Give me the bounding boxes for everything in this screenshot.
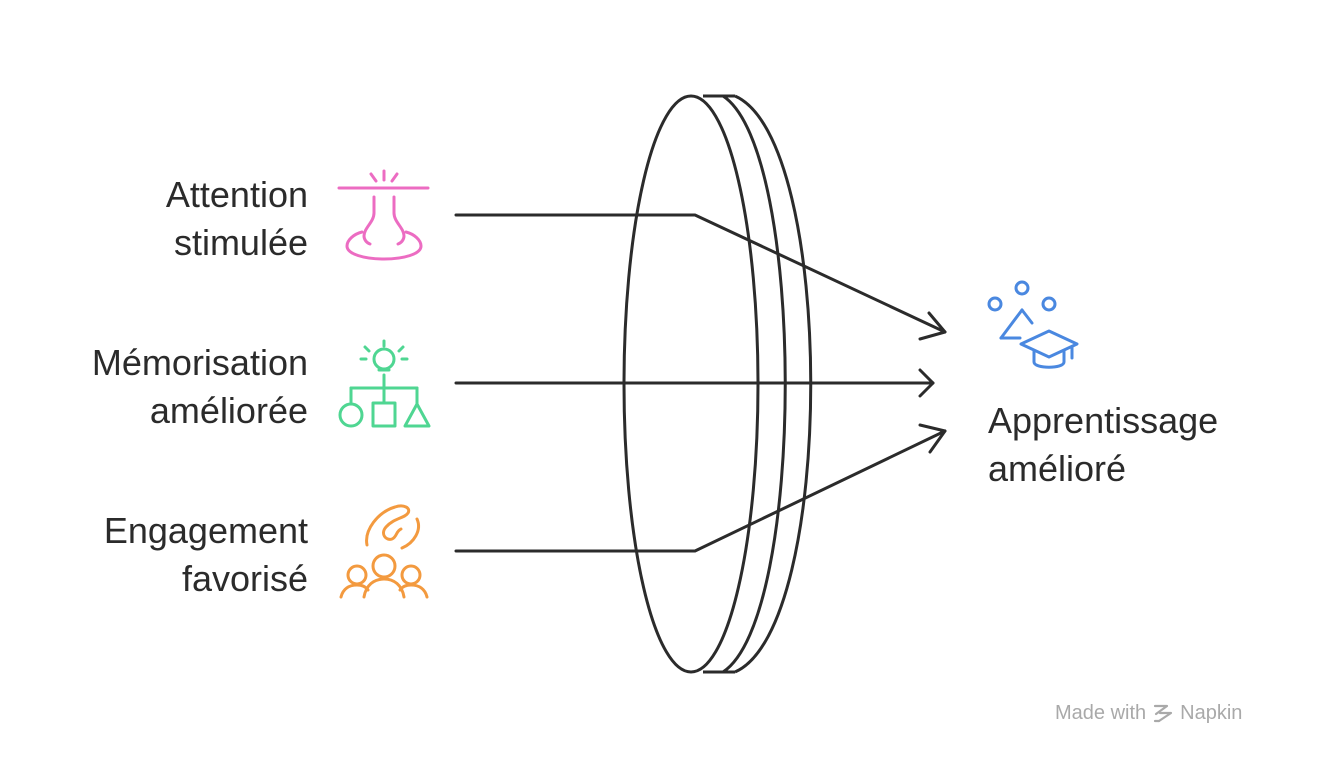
arrowhead-attention bbox=[918, 311, 947, 341]
label-engagement: Engagement favorisé bbox=[104, 507, 308, 603]
arrow-attention bbox=[454, 213, 947, 334]
arrow-engagement bbox=[454, 429, 947, 553]
napkin-logo-icon bbox=[1154, 704, 1173, 723]
label-output: Apprentissage amélioré bbox=[988, 397, 1218, 493]
label-engagement-line-1: Engagement bbox=[103, 510, 308, 551]
arrows bbox=[454, 213, 947, 553]
arrowhead-memorisation bbox=[918, 368, 935, 398]
graduation-cap-shapes-icon bbox=[987, 280, 1079, 369]
spotlight-pedestal-icon bbox=[337, 169, 430, 261]
label-attention-line-1: Attention bbox=[165, 174, 308, 215]
label-output-line-2: amélioré bbox=[988, 448, 1127, 489]
watermark-text: Made with bbox=[1055, 701, 1147, 724]
label-engagement-line-2: favorisé bbox=[181, 558, 308, 599]
arrowhead-engagement bbox=[918, 423, 947, 454]
label-attention: Attention stimulée bbox=[166, 171, 308, 267]
napkin-watermark[interactable]: Made with Napkin bbox=[1055, 700, 1242, 726]
label-output-line-1: Apprentissage bbox=[988, 400, 1219, 441]
label-memorisation-line-2: améliorée bbox=[149, 390, 308, 431]
hand-group-icon bbox=[339, 504, 429, 599]
label-attention-line-2: stimulée bbox=[173, 222, 308, 263]
label-memorisation-line-1: Mémorisation bbox=[91, 342, 308, 383]
label-memorisation: Mémorisation améliorée bbox=[92, 339, 308, 435]
lightbulb-shapes-icon bbox=[338, 339, 431, 428]
watermark-brand: Napkin bbox=[1180, 701, 1243, 724]
